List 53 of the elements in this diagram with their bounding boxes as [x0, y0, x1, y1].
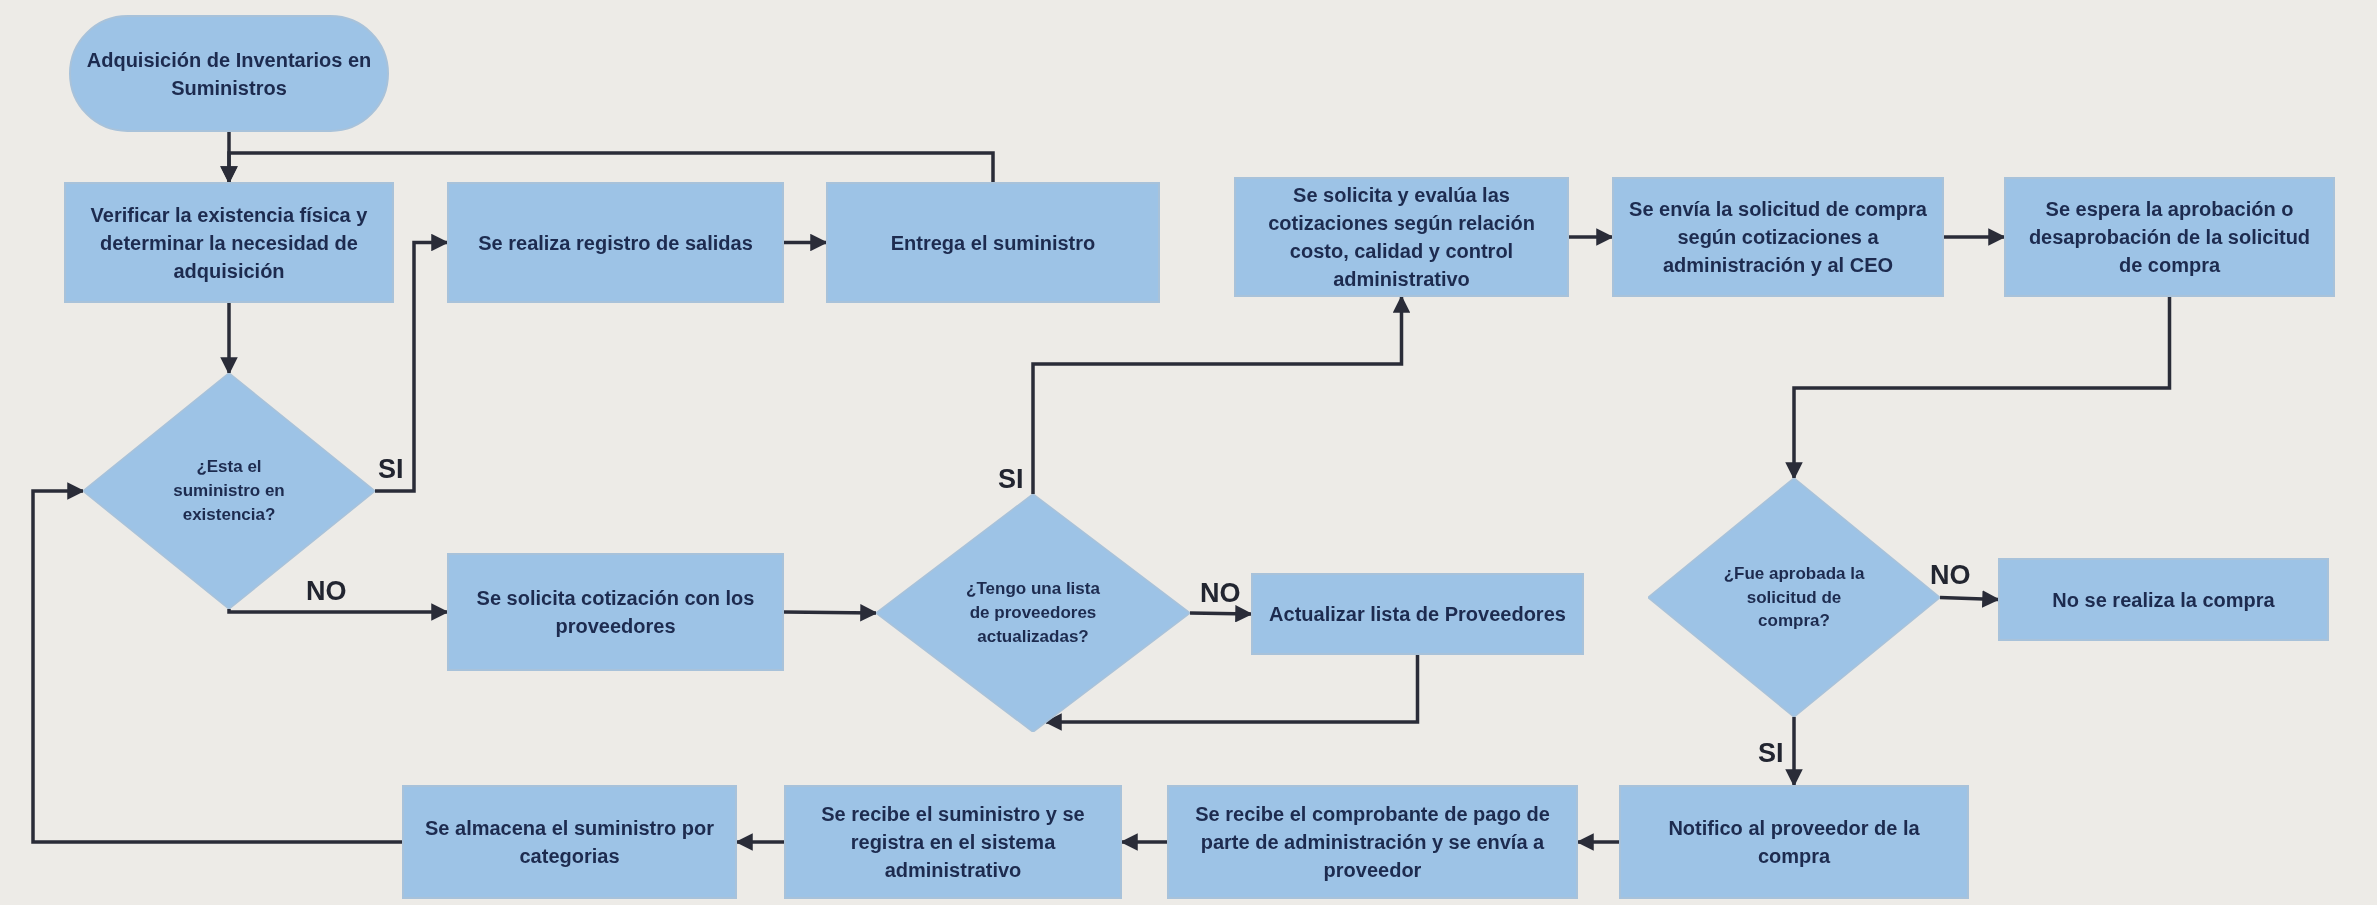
arrow — [1031, 295, 1411, 494]
process-box — [2004, 177, 2335, 297]
arrow — [375, 233, 449, 493]
edge-label: NO — [1930, 562, 1971, 589]
decision-diamond — [876, 494, 1190, 732]
arrow — [1189, 605, 1253, 623]
node-text: ¿Tengo una lista de proveedores actualizadas? — [965, 578, 1101, 648]
node-text: Se solicita y evalúa las cotizaciones según relación costo, calidad y control administrativo — [1267, 183, 1536, 292]
node-text: Se envía la solicitud de compra según cotizaciones a administración y al CEO — [1628, 197, 1928, 278]
edge-label: SI — [1758, 740, 1784, 767]
process-box — [447, 182, 784, 303]
decision-diamond — [83, 373, 375, 609]
node-text: Se realiza registro de salidas — [477, 230, 754, 256]
node-text: Verificar la existencia física y determinar la necesidad de adquisición — [89, 202, 369, 284]
edge-label: SI — [378, 456, 404, 483]
node-text: No se realiza la compra — [2051, 587, 2276, 613]
process-box — [447, 553, 784, 671]
node-text: ¿Esta el suministro en existencia? — [172, 456, 286, 526]
arrow — [31, 482, 402, 844]
process-box — [64, 182, 394, 303]
node-text: Se recibe el suministro y se registra en el sistema administrativo — [820, 802, 1086, 883]
arrow — [1939, 590, 2000, 608]
node-text: Entrega el suministro — [889, 230, 1097, 256]
process-box — [826, 182, 1160, 303]
arrow — [1044, 655, 1420, 731]
node-text: ¿Fue aprobada la solicitud de compra? — [1722, 562, 1866, 633]
node-text: Notifico al proveedor de la compra — [1667, 816, 1921, 869]
arrow — [784, 604, 878, 622]
process-box — [784, 785, 1122, 899]
arrow — [1569, 228, 1614, 246]
arrow — [227, 603, 449, 621]
node-text: Se espera la aprobación o desaprobación de la solicitud de compra — [2027, 197, 2312, 278]
arrow — [220, 151, 995, 184]
arrow — [1944, 228, 2006, 246]
process-box — [1612, 177, 1944, 297]
edge-label: SI — [998, 466, 1024, 493]
node-text: Se almacena el suministro por categorias — [424, 816, 715, 869]
node-text: Se recibe el comprobante de pago de parte de administración y se envía a proveedor — [1194, 802, 1551, 883]
process-box — [1998, 558, 2329, 641]
node-text: Se solicita cotización con los proveedores — [475, 586, 756, 639]
arrow — [1785, 297, 2172, 480]
edge-label: NO — [1200, 580, 1241, 607]
process-box — [402, 785, 737, 899]
process-box — [1251, 573, 1584, 655]
arrow — [220, 303, 238, 375]
process-box — [1234, 177, 1569, 297]
edge-label: NO — [306, 578, 347, 605]
arrow — [1785, 717, 1803, 787]
node-text: Actualizar lista de Proveedores — [1268, 602, 1567, 627]
process-box — [1167, 785, 1578, 899]
process-box — [1619, 785, 1969, 899]
node-text: Adquisición de Inventarios en Suministros — [85, 47, 373, 101]
arrow — [784, 233, 828, 252]
